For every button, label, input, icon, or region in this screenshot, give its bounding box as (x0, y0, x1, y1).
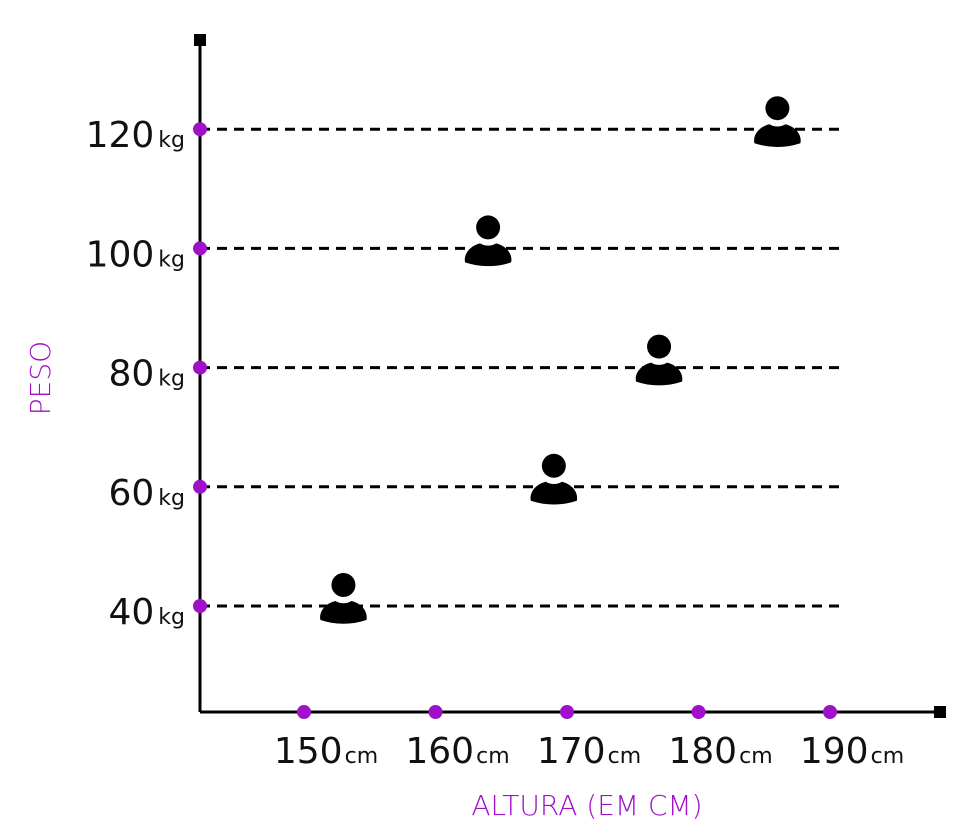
gridlines (200, 127, 842, 608)
person-icon-body (754, 124, 801, 147)
person-icon-head (765, 96, 790, 121)
y-axis-title: PESO (24, 341, 57, 415)
data-point-3-person-icon (635, 334, 683, 386)
axes (194, 34, 946, 718)
x-tick-unit: cm (871, 744, 905, 769)
y-tick-dot-120 (193, 122, 207, 137)
x-tick-dot-170 (560, 705, 574, 719)
person-icon-head (331, 573, 356, 597)
data-points (320, 96, 801, 624)
y-tick-unit: kg (158, 128, 185, 153)
x-tick-unit: cm (608, 744, 642, 769)
person-icon-head (476, 215, 501, 240)
y-tick-dot-40 (193, 599, 207, 613)
person-icon-head (541, 453, 566, 478)
y-tick-unit: kg (158, 247, 185, 272)
y-tick-dot-100 (193, 241, 207, 256)
x-tick-label-170: 170cm (537, 731, 641, 772)
x-axis-title: ALTURA (EM CM) (471, 789, 702, 822)
person-icon-body (320, 601, 367, 624)
x-tick-label-150: 150cm (274, 731, 378, 772)
y-tick-number: 80 (108, 354, 154, 395)
x-tick-number: 170 (537, 731, 606, 772)
person-icon-body (530, 481, 578, 505)
x-tick-dot-190 (823, 705, 837, 719)
data-point-5-person-icon (754, 96, 801, 147)
y-tick-unit: kg (158, 605, 185, 630)
x-tick-dot-160 (428, 705, 443, 719)
y-tick-dot-60 (193, 479, 207, 494)
y-tick-unit: kg (158, 486, 185, 511)
data-point-1-person-icon (320, 573, 367, 624)
y-tick-number: 60 (108, 473, 154, 514)
x-tick-dot-150 (297, 705, 311, 719)
y-tick-number: 40 (108, 592, 154, 633)
x-tick-label-190: 190cm (800, 731, 904, 772)
x-tick-unit: cm (476, 744, 510, 769)
person-icon-body (635, 362, 683, 386)
y-tick-unit: kg (158, 367, 185, 392)
x-tick-number: 160 (405, 731, 474, 772)
y-tick-number: 100 (86, 234, 155, 275)
person-icon-body (464, 243, 512, 267)
x-tick-number: 180 (668, 731, 737, 772)
x-tick-number: 190 (800, 731, 869, 772)
y-axis-end-marker (194, 34, 206, 46)
y-tick-number: 120 (86, 115, 155, 156)
x-tick-dot-180 (691, 705, 706, 719)
x-tick-unit: cm (345, 744, 379, 769)
person-icon-head (647, 334, 672, 359)
data-point-2-person-icon (530, 453, 578, 505)
x-tick-number: 150 (274, 731, 343, 772)
x-tick-unit: cm (739, 744, 773, 769)
data-point-4-person-icon (464, 215, 512, 267)
x-tick-label-160: 160cm (405, 731, 509, 772)
x-tick-label-180: 180cm (668, 731, 772, 772)
y-tick-dot-80 (193, 360, 207, 375)
x-axis-end-marker (934, 706, 946, 718)
